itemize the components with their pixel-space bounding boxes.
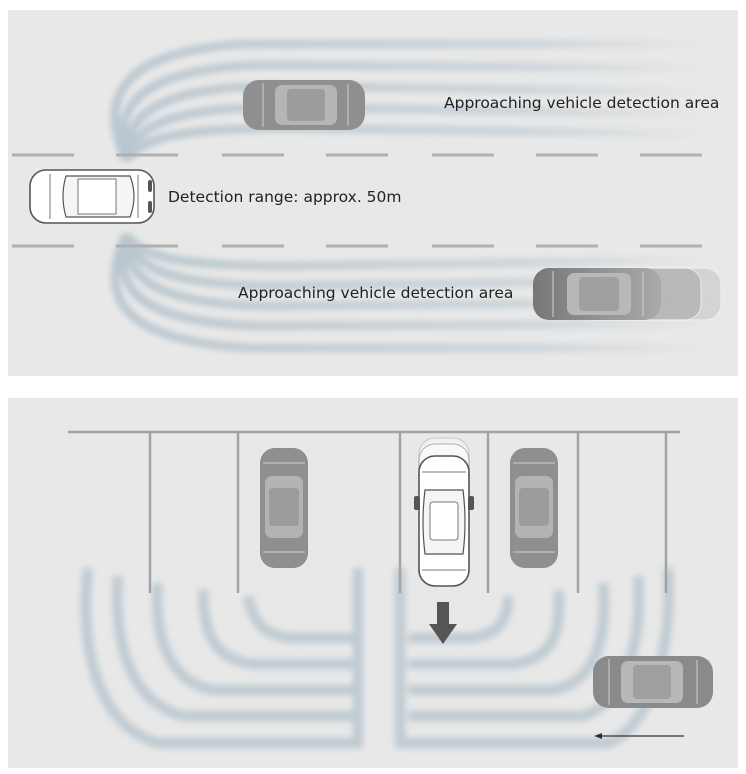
arrow-left-icon [594, 733, 684, 739]
lower-detection-area-waves [110, 232, 709, 353]
rear-cross-traffic-highway-diagram: Approaching vehicle detection area Detec… [8, 10, 738, 376]
parking-scene [68, 430, 713, 748]
parked-vehicle-left [260, 448, 308, 568]
arrow-down-icon [429, 602, 457, 644]
parking-lines [68, 430, 680, 593]
upper-detection-area-label: Approaching vehicle detection area [444, 94, 720, 112]
detection-range-label: Detection range: approx. 50m [168, 188, 402, 206]
own-vehicle [29, 169, 155, 224]
approaching-vehicle-lower [533, 267, 722, 321]
approaching-vehicle-upper [243, 80, 365, 130]
rear-cross-traffic-parking-diagram [8, 398, 738, 768]
left-detection-area-waves [80, 567, 363, 748]
lower-detection-area-label: Approaching vehicle detection area [238, 284, 514, 302]
highway-scene [12, 39, 722, 353]
parked-vehicle-right [510, 448, 558, 568]
own-vehicle-reversing [414, 437, 474, 587]
right-detection-area-waves [395, 567, 674, 748]
approaching-vehicle-cross [593, 656, 713, 708]
lane-markings [12, 153, 702, 248]
